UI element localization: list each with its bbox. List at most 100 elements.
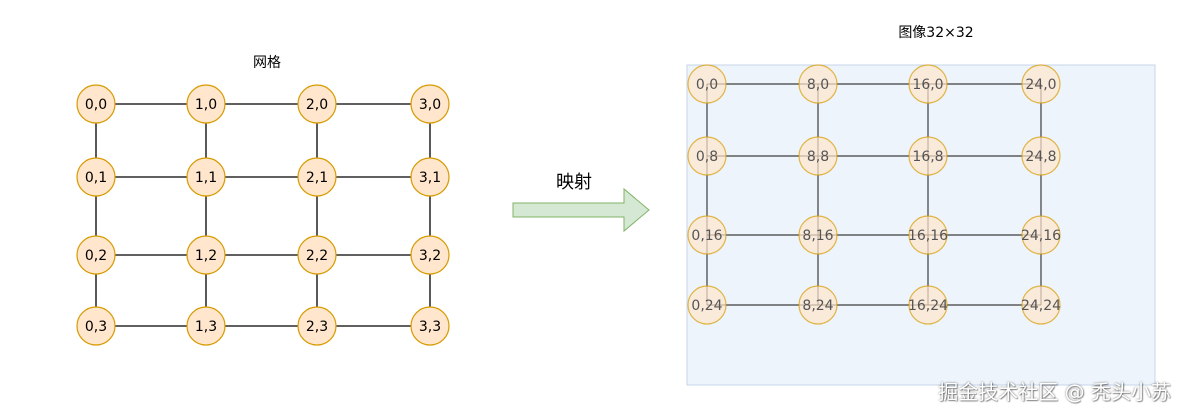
image-node: 8,8 xyxy=(798,136,838,176)
image-node: 24,24 xyxy=(1021,285,1061,325)
image-title: 图像32×32 xyxy=(898,25,973,41)
image-node-circle xyxy=(798,215,838,255)
image-grid-lines xyxy=(706,83,1042,306)
grid-node: 2,0 xyxy=(297,84,337,124)
image-node-label: 24,0 xyxy=(1025,77,1056,93)
grid-node-label: 1,2 xyxy=(195,248,217,264)
image-node-label: 0,0 xyxy=(696,77,718,93)
image-node-circle xyxy=(687,136,727,176)
grid-node-label: 0,3 xyxy=(85,319,107,335)
grid-node: 3,3 xyxy=(410,306,450,346)
grid-node: 2,2 xyxy=(297,235,337,275)
grid-node-circle xyxy=(297,235,337,275)
image-node-label: 8,24 xyxy=(802,298,833,314)
grid-nodes: 0,0 1,0 2,0 3,0 0,1 1,1 2,1 3,1 0,2 1,2 2,2 3,2 0,3 1… xyxy=(76,84,450,346)
grid-node: 0,0 xyxy=(76,84,116,124)
grid-node-circle xyxy=(76,306,116,346)
image-node-label: 0,8 xyxy=(696,149,718,165)
image-node-circle xyxy=(908,64,948,104)
grid-node-label: 3,3 xyxy=(419,319,441,335)
image-node: 16,24 xyxy=(908,285,948,325)
grid-node: 2,3 xyxy=(297,306,337,346)
grid-node-circle xyxy=(76,235,116,275)
grid-node-circle xyxy=(410,235,450,275)
image-node: 24,16 xyxy=(1021,215,1061,255)
image-node-circle xyxy=(687,285,727,325)
image-node-label: 24,8 xyxy=(1025,149,1056,165)
grid-node-label: 1,3 xyxy=(195,319,217,335)
grid-node-label: 2,3 xyxy=(306,319,328,335)
image-node-circle xyxy=(687,64,727,104)
grid-node-label: 0,0 xyxy=(85,97,107,113)
grid-node-circle xyxy=(186,306,226,346)
grid-node: 1,2 xyxy=(186,235,226,275)
grid-node-label: 0,1 xyxy=(85,170,107,186)
image-node-label: 16,24 xyxy=(908,298,948,314)
grid-node: 1,1 xyxy=(186,157,226,197)
image-node: 8,24 xyxy=(798,285,838,325)
grid-node-label: 0,2 xyxy=(85,248,107,264)
image-node-label: 8,0 xyxy=(807,77,829,93)
grid-node-circle xyxy=(76,84,116,124)
grid-node-label: 1,1 xyxy=(195,170,217,186)
image-node-circle xyxy=(908,136,948,176)
image-node-circle xyxy=(1021,136,1061,176)
grid-node: 1,3 xyxy=(186,306,226,346)
image-node-label: 16,16 xyxy=(908,228,948,244)
grid-node-circle xyxy=(186,235,226,275)
image-node: 16,0 xyxy=(908,64,948,104)
grid-node: 0,1 xyxy=(76,157,116,197)
grid-lines xyxy=(95,103,431,327)
image-node-circle xyxy=(1021,64,1061,104)
grid-node: 0,2 xyxy=(76,235,116,275)
image-node-label: 24,16 xyxy=(1021,228,1061,244)
image-node: 0,8 xyxy=(687,136,727,176)
grid-node-circle xyxy=(297,84,337,124)
image-node-label: 0,16 xyxy=(691,228,722,244)
image-node-label: 24,24 xyxy=(1021,298,1061,314)
image-grid-nodes: 0,0 8,0 16,0 24,0 0,8 8,8 16,8 24,8 0,16 8,16 16,1… xyxy=(687,64,1061,325)
image-node: 0,0 xyxy=(687,64,727,104)
grid-node-circle xyxy=(410,84,450,124)
grid-node-label: 2,0 xyxy=(306,97,328,113)
grid-node-label: 2,2 xyxy=(306,248,328,264)
image-node-circle xyxy=(908,285,948,325)
mapping-arrow-icon xyxy=(512,187,650,233)
grid-node-circle xyxy=(186,157,226,197)
grid-node-circle xyxy=(76,157,116,197)
image-node: 8,16 xyxy=(798,215,838,255)
grid-node: 3,1 xyxy=(410,157,450,197)
image-node-circle xyxy=(1021,215,1061,255)
image-node-circle xyxy=(798,136,838,176)
image-node: 16,8 xyxy=(908,136,948,176)
grid-node-circle xyxy=(186,84,226,124)
mapping-label: 映射 xyxy=(556,172,592,193)
image-node-circle xyxy=(1021,285,1061,325)
image-node: 24,8 xyxy=(1021,136,1061,176)
grid-node-circle xyxy=(297,157,337,197)
image-node-label: 0,24 xyxy=(691,298,722,314)
image-node-circle xyxy=(687,215,727,255)
image-node-label: 16,8 xyxy=(912,149,943,165)
grid-node: 0,3 xyxy=(76,306,116,346)
image-node-circle xyxy=(798,285,838,325)
grid-node: 3,0 xyxy=(410,84,450,124)
image-node-label: 8,8 xyxy=(807,149,829,165)
grid-node: 3,2 xyxy=(410,235,450,275)
grid-node-label: 3,2 xyxy=(419,248,441,264)
image-node: 8,0 xyxy=(798,64,838,104)
image-node-label: 16,0 xyxy=(912,77,943,93)
image-node: 16,16 xyxy=(908,215,948,255)
grid-node-circle xyxy=(410,157,450,197)
grid-node-label: 2,1 xyxy=(306,170,328,186)
image-node: 0,16 xyxy=(687,215,727,255)
image-node: 24,0 xyxy=(1021,64,1061,104)
grid-node: 1,0 xyxy=(186,84,226,124)
grid-node-label: 3,1 xyxy=(419,170,441,186)
grid-title: 网格 xyxy=(253,55,281,71)
grid-node: 2,1 xyxy=(297,157,337,197)
grid-node-label: 1,0 xyxy=(195,97,217,113)
watermark: 掘金技术社区 @ 秃头小苏 xyxy=(938,380,1171,404)
grid-node-circle xyxy=(297,306,337,346)
